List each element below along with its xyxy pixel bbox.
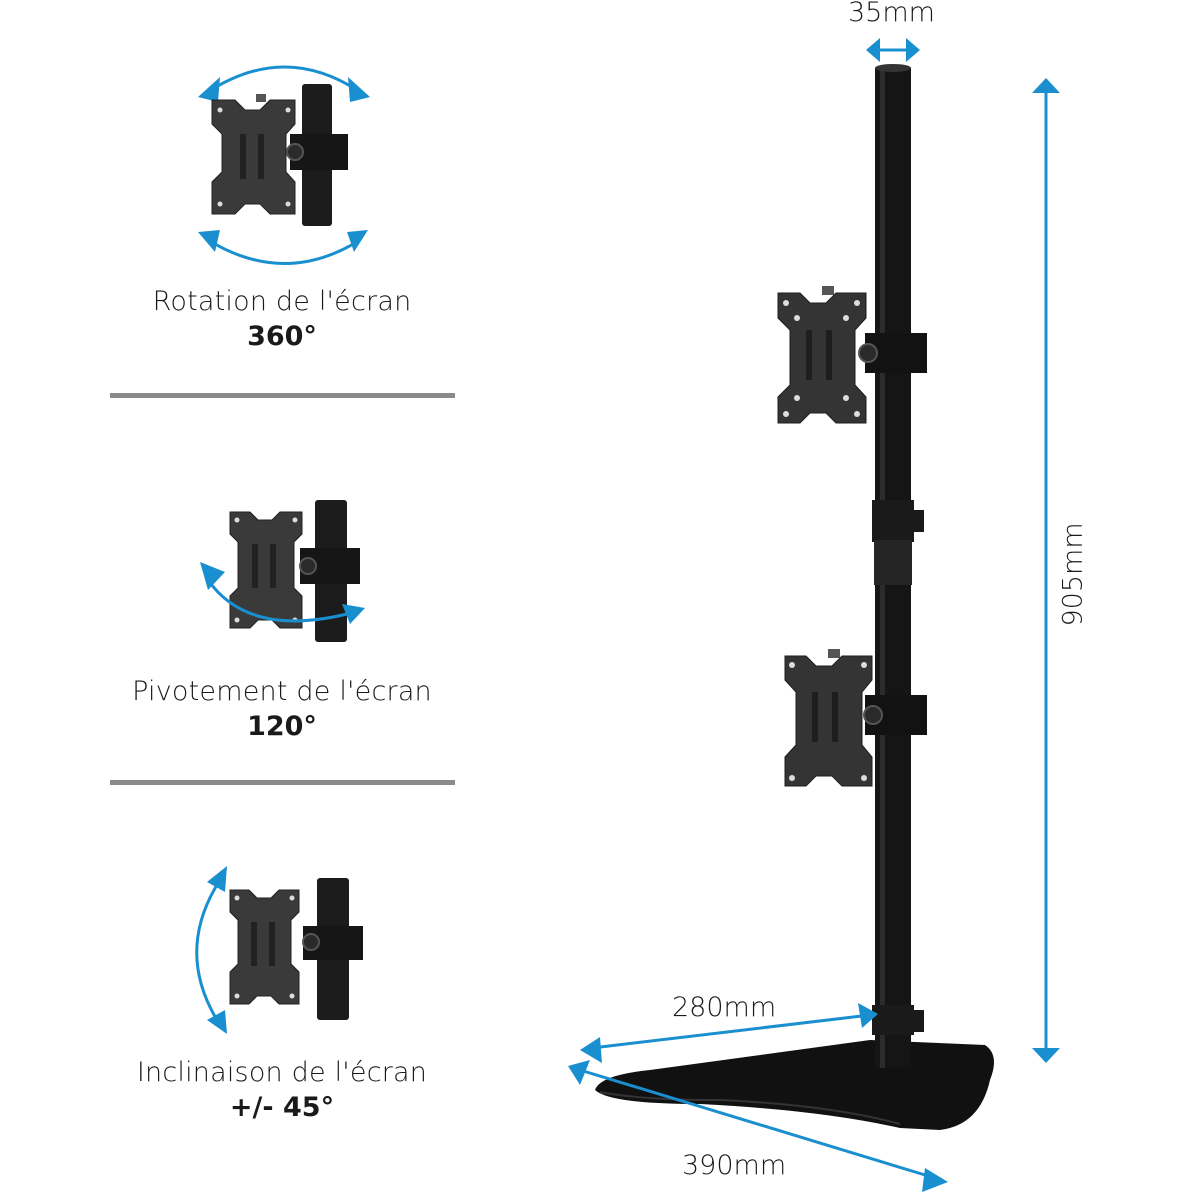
feature-swivel: Pivotement de l'écran 120°: [102, 675, 462, 745]
feature-value: +/- 45°: [229, 1092, 335, 1123]
tilt-illustration: [195, 866, 363, 1034]
feature-title: Inclinaison de l'écran: [136, 1057, 428, 1088]
pole-diameter-label: 35mm: [848, 0, 935, 28]
base-depth-label: 280mm: [672, 992, 777, 1023]
separator: [110, 780, 455, 785]
feature-value: 120°: [247, 711, 317, 742]
base-width-label: 390mm: [682, 1150, 787, 1181]
feature-value: 360°: [247, 321, 317, 352]
feature-title: Rotation de l'écran: [152, 286, 412, 317]
feature-title: Pivotement de l'écran: [132, 676, 432, 707]
rotation-illustration: [198, 65, 370, 265]
feature-rotation: Rotation de l'écran 360°: [102, 285, 462, 355]
separator: [110, 393, 455, 398]
swivel-illustration: [200, 500, 365, 642]
feature-tilt: Inclinaison de l'écran +/- 45°: [102, 1056, 462, 1126]
height-label: 905mm: [1057, 522, 1089, 627]
